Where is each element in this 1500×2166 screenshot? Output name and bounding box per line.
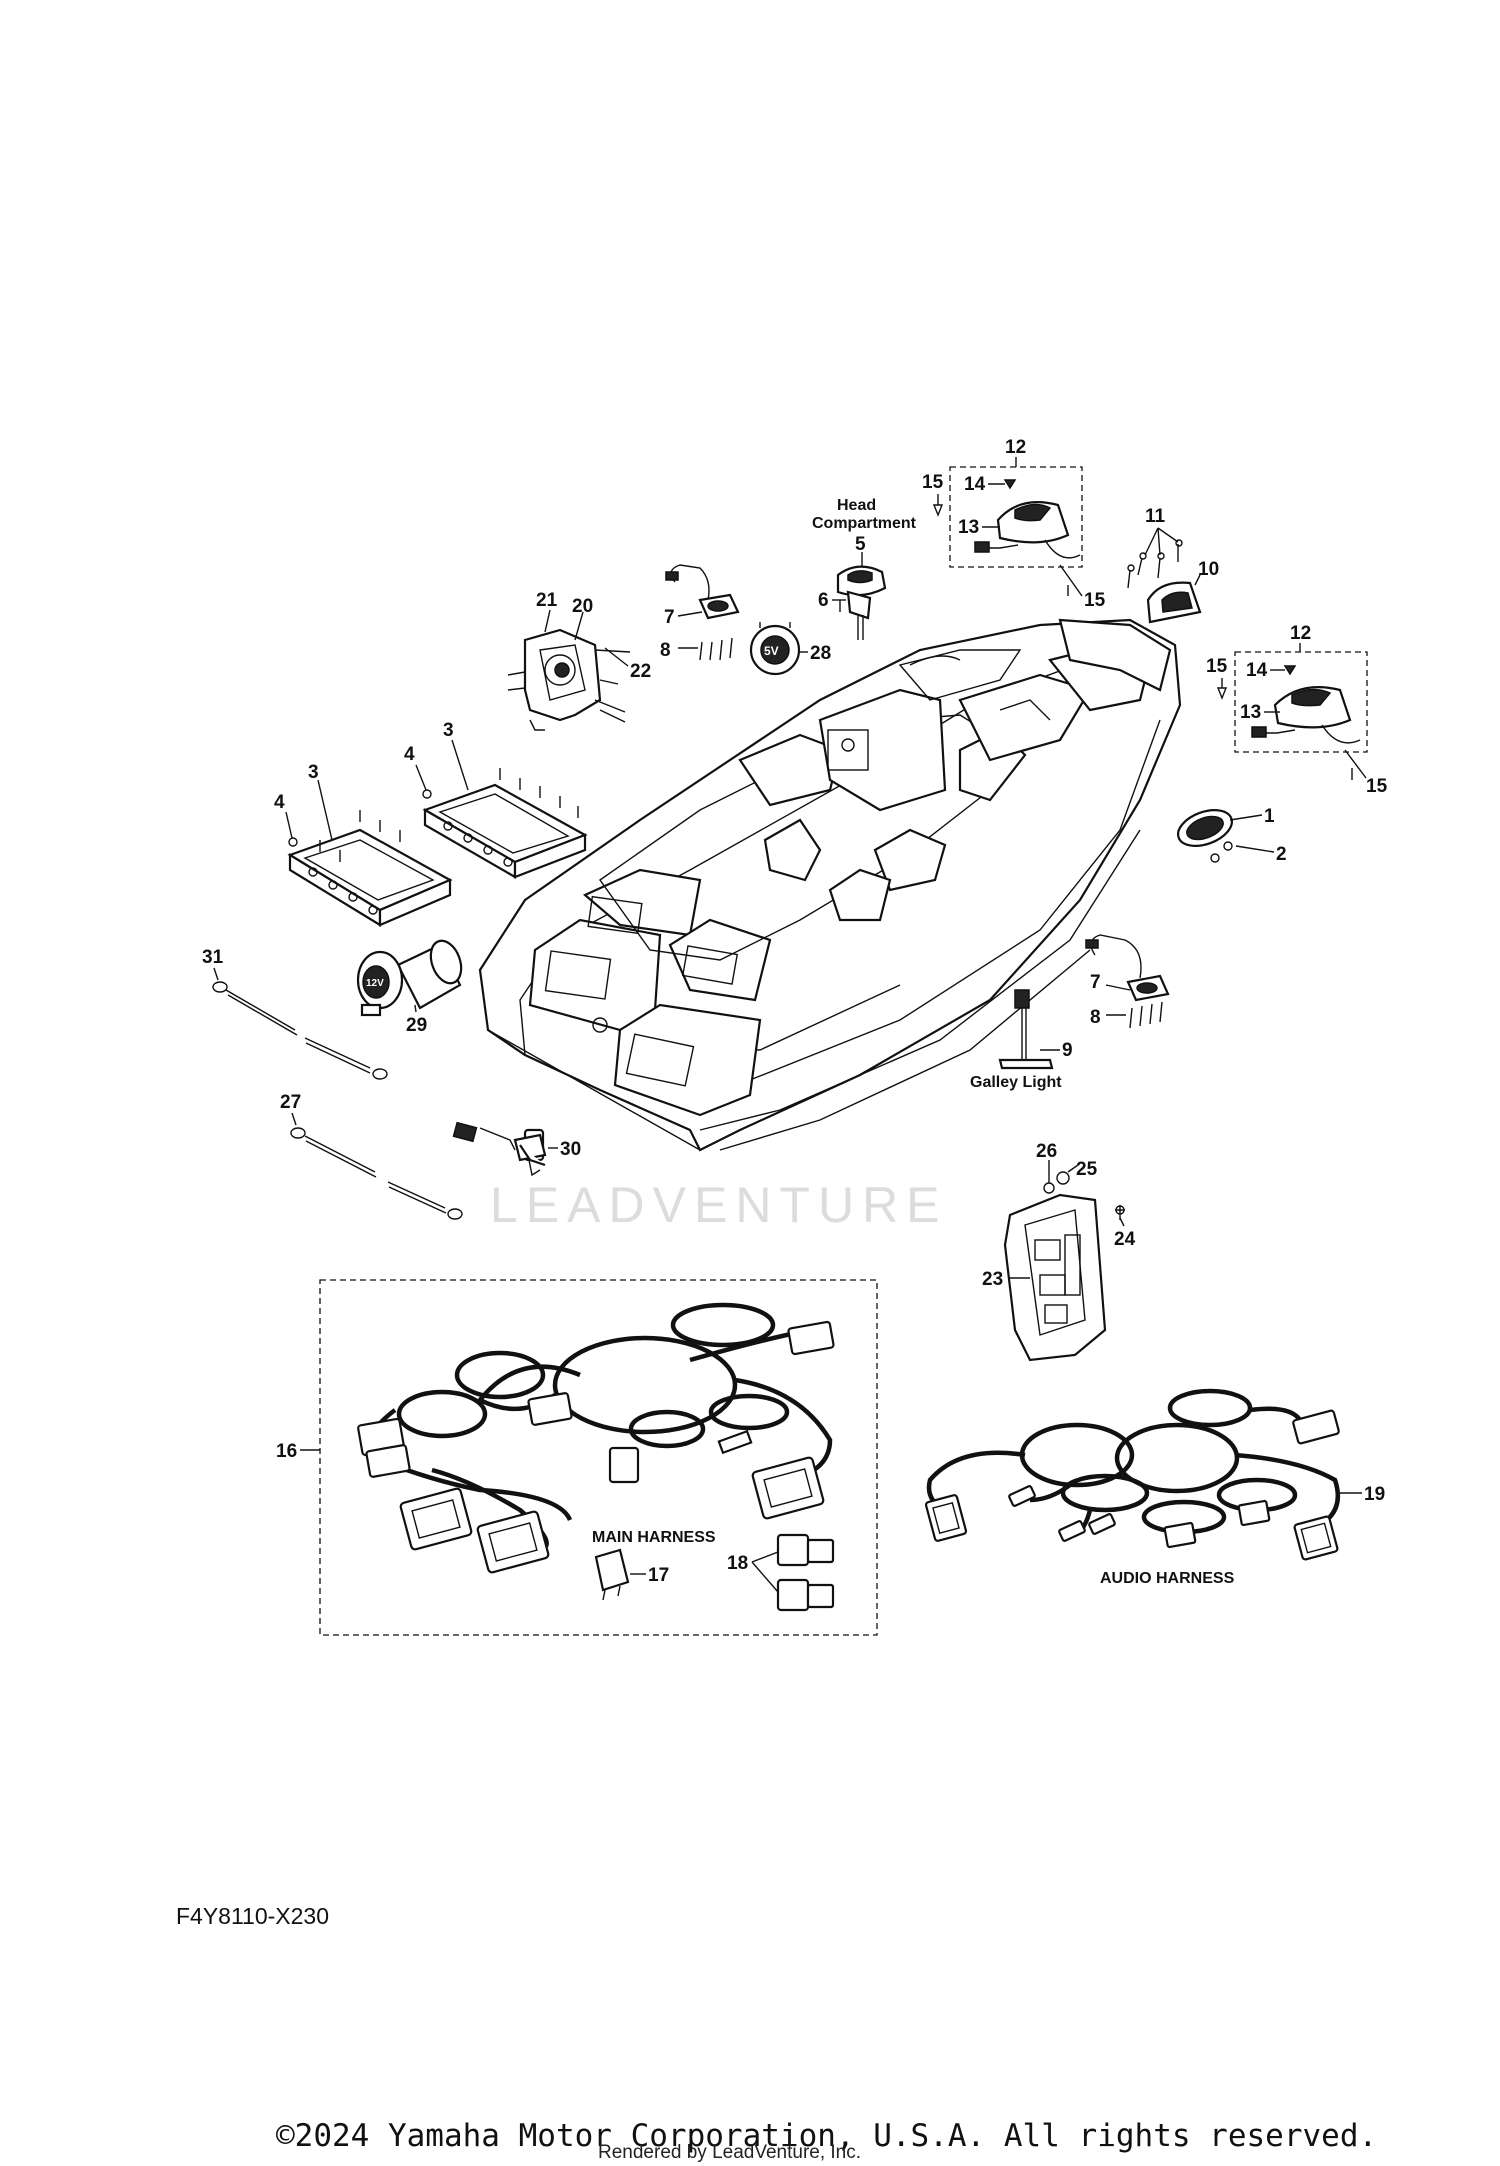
callout-6: 6: [818, 590, 829, 611]
callout-19: 19: [1364, 1484, 1385, 1505]
callout-4a: 4: [274, 792, 285, 813]
callout-5: 5: [855, 534, 866, 555]
callout-29: 29: [406, 1015, 427, 1036]
callout-10: 10: [1198, 559, 1219, 580]
part-31-cable: 31: [202, 947, 388, 1080]
callout-15c: 15: [1206, 656, 1228, 677]
callout-15a: 15: [922, 472, 944, 493]
callout-1: 1: [1264, 806, 1275, 827]
caption-galley-light: Galley Light: [970, 1074, 1062, 1091]
caption-audio-harness: AUDIO HARNESS: [1100, 1570, 1235, 1587]
callout-8a: 8: [660, 640, 671, 661]
part-11-screws: 11: [1127, 506, 1183, 589]
callout-13a: 13: [958, 517, 979, 538]
audio-harness: 19 AUDIO HARNESS: [924, 1388, 1385, 1587]
callout-15b: 15: [1084, 590, 1106, 611]
callout-23: 23: [982, 1269, 1003, 1290]
caption-main-harness: MAIN HARNESS: [592, 1529, 716, 1546]
callout-7a: 7: [664, 607, 675, 628]
part-7-galley-light: 7 8: [1085, 934, 1170, 1029]
callout-21: 21: [536, 590, 558, 611]
callout-9: 9: [1062, 1040, 1073, 1061]
callout-17: 17: [648, 1565, 669, 1586]
part-5-head-light: Head Compartment 5 6: [812, 497, 917, 640]
part-23-fuse-box: 23 26 25 24: [982, 1141, 1136, 1362]
callout-30: 30: [560, 1139, 581, 1160]
callout-25: 25: [1076, 1159, 1098, 1180]
callout-16: 16: [276, 1441, 297, 1462]
callout-2: 2: [1276, 844, 1287, 865]
callout-13b: 13: [1240, 702, 1261, 723]
callout-11: 11: [1145, 506, 1166, 527]
part-10-vent: 10: [1146, 559, 1219, 624]
part-3-tray-left: 3 4: [274, 762, 453, 927]
part-30-sensor: 30: [452, 1121, 581, 1177]
callout-28: 28: [810, 643, 831, 664]
callout-27: 27: [280, 1092, 301, 1113]
callout-3a: 3: [308, 762, 319, 783]
callout-24: 24: [1114, 1229, 1136, 1250]
callout-3b: 3: [443, 720, 454, 741]
watermark: LEADVENTURE: [490, 1177, 948, 1233]
socket-label: 12V: [366, 978, 384, 989]
boat-hull: [478, 618, 1182, 1152]
usb-label: 5V: [764, 644, 779, 658]
part-1-speaker: 1 2: [1177, 806, 1287, 865]
part-7-courtesy-light: 7 8: [660, 564, 740, 661]
callout-4b: 4: [404, 744, 415, 765]
part-3-tray-right: 3 4: [404, 720, 588, 879]
callout-15d: 15: [1366, 776, 1388, 797]
diagram-code: F4Y8110-X230: [176, 1903, 330, 1929]
callout-7b: 7: [1090, 972, 1101, 993]
callout-8b: 8: [1090, 1007, 1101, 1028]
caption-compartment: Compartment: [812, 515, 917, 532]
part-12-dome-light-lower: 12 14 13 15 15: [1206, 623, 1388, 797]
part-28-usb-outlet: 5V 28: [749, 622, 831, 676]
rendered-by-text: Rendered by LeadVenture, Inc.: [598, 2142, 862, 2163]
callout-31: 31: [202, 947, 224, 968]
callout-22: 22: [630, 661, 651, 682]
part-20-bracket: 20 21 22: [507, 590, 651, 731]
callout-12b: 12: [1290, 623, 1311, 644]
part-12-dome-light-upper: 12 14 13 15 15: [922, 437, 1106, 611]
caption-head: Head: [837, 497, 876, 514]
copyright-text: ©2024 Yamaha Motor Corporation, U.S.A. A…: [276, 2118, 1378, 2154]
part-9-galley-light: 9 Galley Light: [970, 989, 1073, 1091]
part-27-cable: 27: [280, 1092, 463, 1220]
callout-12a: 12: [1005, 437, 1026, 458]
part-29-power-socket: 12V 29: [356, 939, 463, 1036]
callout-20: 20: [572, 596, 593, 617]
callout-18: 18: [727, 1553, 748, 1574]
callout-26: 26: [1036, 1141, 1057, 1162]
main-harness: 16 MAIN HARNESS 17: [276, 1279, 878, 1636]
callout-14b: 14: [1246, 660, 1268, 681]
callout-14a: 14: [964, 474, 986, 495]
